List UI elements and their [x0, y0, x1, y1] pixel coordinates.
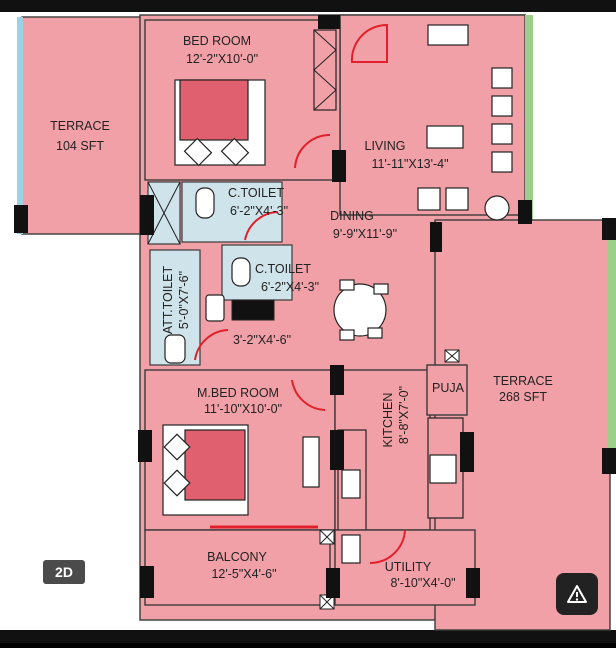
- wc-icon: [231, 257, 251, 287]
- sofa-icon: [417, 24, 513, 221]
- sink-icon: [341, 534, 361, 564]
- ctoilet1-name: C.TOILET: [228, 186, 284, 200]
- dining-table-icon: [333, 279, 389, 341]
- dining-size: 9'-9"X11'-9": [333, 227, 397, 241]
- warning-triangle-icon: [567, 585, 587, 603]
- utility-name: UTILITY: [385, 560, 432, 574]
- living-name: LIVING: [365, 139, 406, 153]
- mbed-name: M.BED ROOM: [197, 386, 279, 400]
- terrace-large-size: 268 SFT: [499, 390, 547, 404]
- balcony-size: 12'-5"X4'-6": [211, 567, 276, 581]
- balcony-room: [144, 529, 331, 606]
- puja-room: [426, 364, 468, 416]
- att-toilet-name: ATT.TOILET: [161, 265, 175, 334]
- bedroom-name: BED ROOM: [183, 34, 251, 48]
- wc-icon: [195, 187, 215, 219]
- bedroom-size: 12'-2"X10'-0": [186, 52, 258, 66]
- ctoilet2-size: 6'-2"X4'-3": [261, 280, 319, 294]
- stove-icon: [429, 454, 457, 484]
- ctoilet1-size: 6'-2"X4'-3": [230, 204, 288, 218]
- passage-size: 3'-2"X4'-6": [233, 333, 291, 347]
- terrace-small-room: [17, 16, 151, 235]
- att-toilet-size: 5'-0"X7'-6": [177, 271, 191, 329]
- terrace-small-name: TERRACE: [50, 119, 110, 133]
- terrace-large-name: TERRACE: [493, 374, 553, 388]
- bed-icon: [162, 424, 249, 516]
- wc-icon: [164, 334, 186, 364]
- balcony-name: BALCONY: [207, 550, 267, 564]
- kitchen-size: 8'-8"X7'-0": [397, 386, 411, 444]
- mbed-size: 11'-10"X10'-0": [204, 402, 282, 416]
- kitchen-name: KITCHEN: [381, 393, 395, 448]
- terrace-small-size: 104 SFT: [56, 139, 104, 153]
- tv-unit-icon: [302, 436, 320, 488]
- dining-name: DINING: [330, 209, 374, 223]
- bed-icon: [174, 79, 266, 167]
- ctoilet2-name: C.TOILET: [255, 262, 311, 276]
- door-living: [350, 23, 388, 63]
- sink-icon: [341, 469, 361, 499]
- report-button[interactable]: [556, 573, 598, 615]
- view-mode-badge[interactable]: 2D: [43, 560, 85, 584]
- living-size: 11'-11"X13'-4": [371, 157, 448, 171]
- washbasin-icon: [205, 294, 225, 322]
- utility-size: 8'-10"X4'-0": [390, 576, 455, 590]
- puja-name: PUJA: [432, 381, 465, 395]
